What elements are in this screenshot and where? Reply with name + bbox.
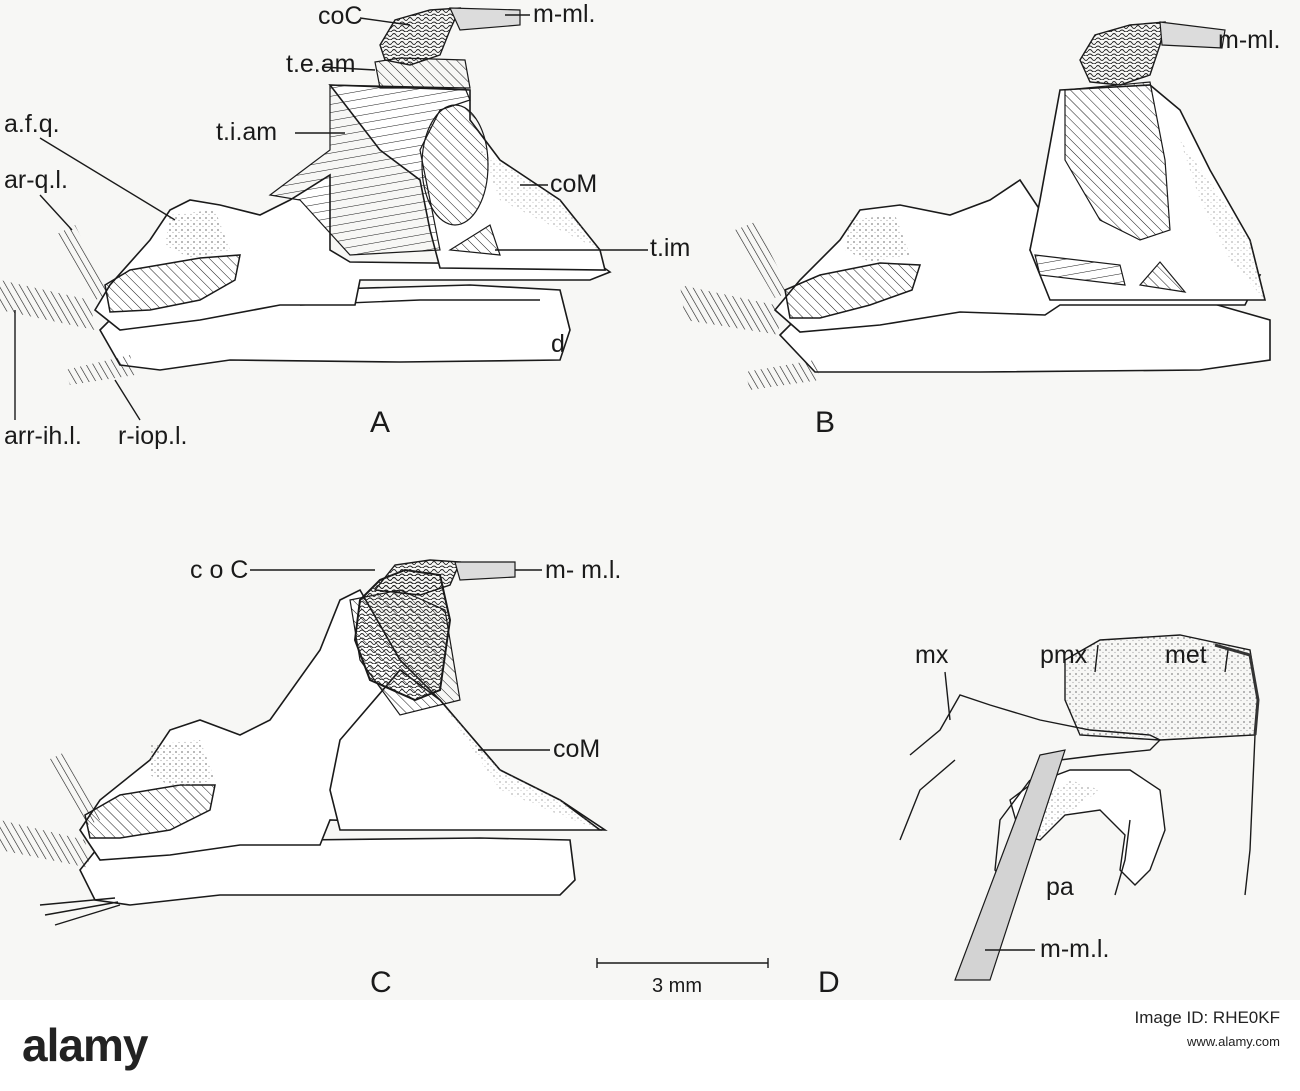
afq-stipple-c	[150, 740, 215, 788]
scale-bar: 3 mm	[596, 958, 769, 997]
label-mml-b: m-ml.	[1218, 26, 1280, 54]
r-iop-ligament-a	[65, 355, 135, 385]
label-pa-d: pa	[1046, 873, 1074, 901]
label-d-a: d	[551, 330, 565, 358]
panel-d: mx pmx met pa m-m.l. D	[818, 634, 1260, 999]
arr-ih-ligament-c	[0, 820, 90, 868]
label-arql-a: ar-q.l.	[4, 166, 68, 194]
articular-a	[93, 173, 612, 331]
r-iop-ligament-c	[39, 897, 121, 926]
label-coM-c: coM	[553, 735, 600, 763]
t-im-b1	[1034, 254, 1126, 286]
quadrate-fossa-c	[84, 784, 216, 839]
label-mx-d: mx	[915, 641, 949, 669]
maxillo-mandibular-ligament-b	[1159, 21, 1226, 49]
t-i-am-a	[268, 84, 471, 256]
panel-label-b: B	[815, 406, 835, 439]
t-e-am-a	[374, 57, 471, 89]
arr-ih-ligament-b	[680, 285, 780, 335]
premaxilla-d	[1064, 634, 1259, 741]
label-mml-c: m- m.l.	[545, 556, 621, 584]
label-tiam-a: t.i.am	[216, 118, 277, 146]
watermark-info: Image ID: RHE0KF www.alamy.com	[1135, 1008, 1281, 1049]
coronoid-cartilage-b	[1079, 21, 1166, 86]
label-coM-a: coM	[550, 170, 597, 198]
panel-label-a: A	[370, 406, 390, 439]
alamy-logo: alamy	[22, 1019, 148, 1071]
label-riopl-a: r-iop.l.	[118, 422, 187, 450]
label-coC-a: coC	[318, 2, 362, 30]
ar-q-ligament-a	[55, 225, 110, 300]
maxillo-mandibular-ligament-c	[454, 561, 516, 581]
afq-stipple-a	[165, 210, 230, 258]
maxillo-mandibular-ligament-d	[954, 749, 1066, 981]
afq-stipple-b	[845, 215, 910, 262]
label-afq-a: a.f.q.	[4, 110, 60, 138]
label-mml-a: m-ml.	[533, 0, 595, 28]
panel-c: c o C m- m.l. coM C	[0, 556, 621, 999]
label-coC-c: c o C	[190, 556, 248, 584]
maxillo-mandibular-ligament-a	[449, 7, 521, 31]
ar-q-ligament-b	[735, 222, 790, 298]
label-met-d: met	[1165, 641, 1207, 669]
coronoid-cap-c	[373, 559, 462, 596]
watermark-bar: alamy Image ID: RHE0KF www.alamy.com	[0, 1000, 1300, 1091]
coronoid-cartilage-a	[379, 7, 462, 66]
panel-a: coC m-ml. t.e.am t.i.am a.f.q. ar-q.l. c…	[0, 0, 690, 450]
label-pmx-d: pmx	[1040, 641, 1088, 669]
quadrate-fossa-a	[104, 254, 241, 313]
watermark-url: www.alamy.com	[1187, 1034, 1280, 1049]
coM-stipple-b	[1180, 140, 1265, 300]
panel-b: m-ml. B	[680, 21, 1280, 439]
watermark-image-id: Image ID: RHE0KF	[1134, 1008, 1281, 1027]
coM-stipple-a	[480, 150, 600, 250]
t-im-b2	[1138, 261, 1187, 293]
coronoid-oval-a	[421, 104, 489, 226]
maxilla-d	[909, 694, 1162, 761]
met-outline-d	[1244, 734, 1256, 896]
scale-bar-label: 3 mm	[652, 975, 702, 997]
met-dark-edge-d	[1214, 643, 1260, 736]
arr-ih-ligament-a	[0, 280, 95, 330]
label-arrihl-a: arr-ih.l.	[4, 422, 82, 450]
r-iop-ligament-b	[745, 360, 820, 390]
ar-q-ligament-c	[48, 752, 100, 826]
label-mml-d: m-m.l.	[1040, 935, 1109, 963]
t-im-a	[448, 224, 501, 256]
panel-label-c: C	[370, 966, 392, 999]
t-i-am-b	[1064, 81, 1171, 241]
label-team-a: t.e.am	[286, 50, 355, 78]
panel-label-d: D	[818, 966, 840, 999]
quadrate-fossa-b	[784, 262, 922, 319]
label-tim-a: t.im	[650, 234, 690, 262]
anatomical-figure: coC m-ml. t.e.am t.i.am a.f.q. ar-q.l. c…	[0, 0, 1281, 999]
